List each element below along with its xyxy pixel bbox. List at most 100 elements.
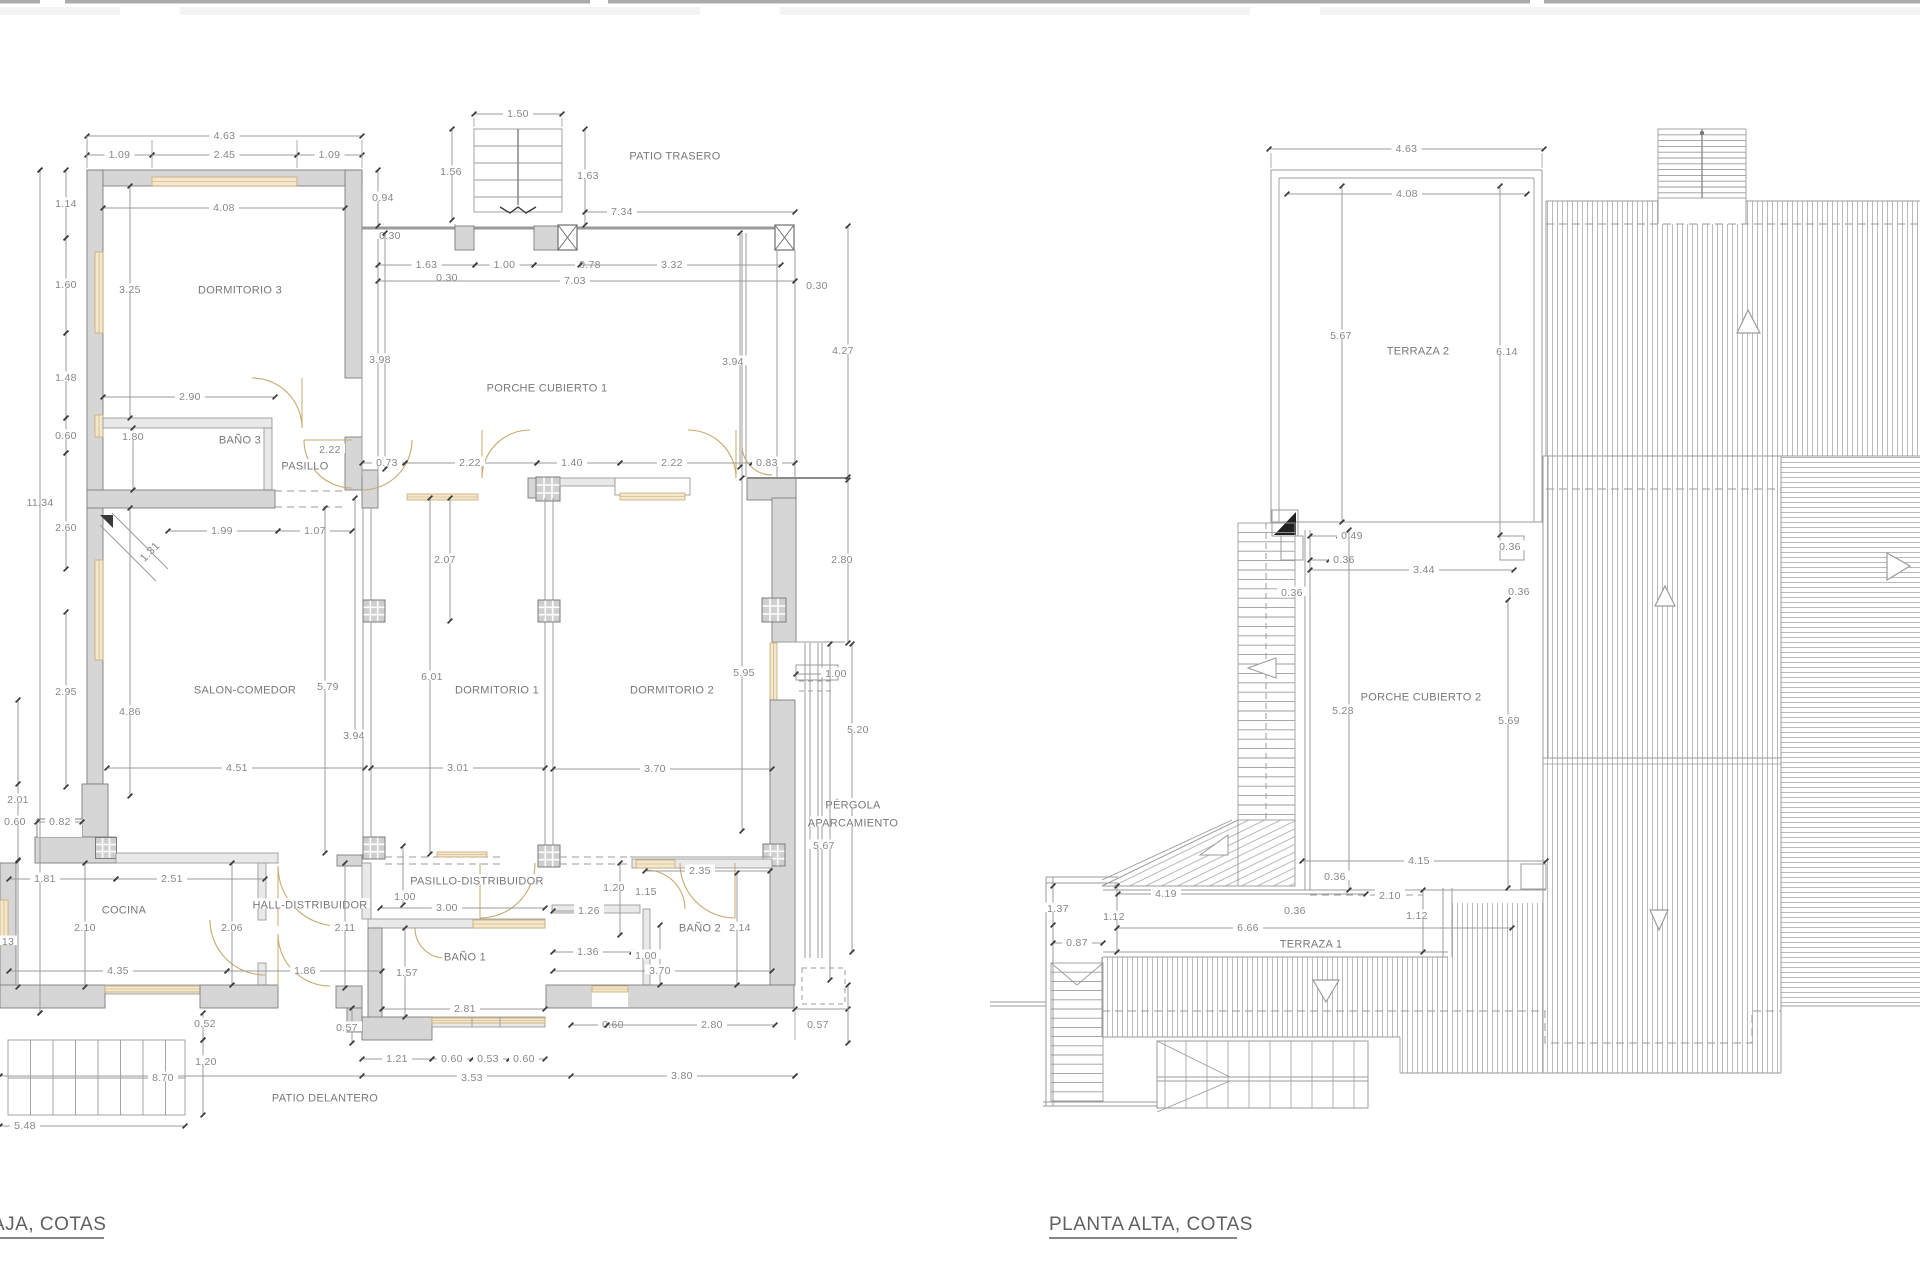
svg-text:0.60: 0.60 [4,816,26,828]
svg-text:0.36: 0.36 [1284,905,1306,917]
svg-text:2.51: 2.51 [161,873,183,885]
svg-text:1.36: 1.36 [577,946,599,958]
svg-text:1.63: 1.63 [577,170,599,182]
svg-text:0.36: 0.36 [1508,586,1530,598]
svg-text:2.95: 2.95 [55,686,77,698]
svg-text:PATIO DELANTERO: PATIO DELANTERO [272,1092,378,1104]
svg-text:5.95: 5.95 [733,667,755,679]
svg-text:PORCHE CUBIERTO 1: PORCHE CUBIERTO 1 [487,382,608,394]
svg-text:6.14: 6.14 [1496,346,1518,358]
svg-text:8.70: 8.70 [152,1072,174,1084]
svg-text:2.22: 2.22 [319,444,341,456]
svg-text:5.48: 5.48 [14,1120,36,1132]
svg-text:3.94: 3.94 [722,356,744,368]
svg-text:SALON-COMEDOR: SALON-COMEDOR [194,684,296,696]
svg-text:0.30: 0.30 [806,280,828,292]
svg-text:PASILLO: PASILLO [281,460,328,472]
svg-text:4.15: 4.15 [1408,855,1430,867]
svg-text:1.00: 1.00 [394,891,416,903]
svg-text:4.08: 4.08 [213,202,235,214]
svg-text:2.81: 2.81 [454,1003,476,1015]
svg-text:PASILLO-DISTRIBUIDOR: PASILLO-DISTRIBUIDOR [410,875,544,887]
svg-text:6.01: 6.01 [421,671,443,683]
svg-text:0.36: 0.36 [1281,587,1303,599]
svg-text:2.35: 2.35 [689,865,711,877]
svg-text:5.28: 5.28 [1332,705,1354,717]
svg-text:3.00: 3.00 [436,902,458,914]
svg-text:2.10: 2.10 [1379,890,1401,902]
svg-text:0.36: 0.36 [1324,871,1346,883]
svg-text:1.99: 1.99 [211,525,233,537]
svg-text:1.37: 1.37 [1047,903,1069,915]
svg-text:1.48: 1.48 [55,372,77,384]
svg-text:0.57: 0.57 [336,1022,358,1034]
svg-text:3.70: 3.70 [644,763,666,775]
svg-text:3.53: 3.53 [461,1072,483,1084]
svg-text:PLANTA ALTA, COTAS: PLANTA ALTA, COTAS [1049,1214,1253,1235]
svg-text:1.56: 1.56 [440,166,462,178]
svg-text:1.80: 1.80 [122,431,144,443]
svg-text:1.57: 1.57 [396,967,418,979]
svg-text:3.32: 3.32 [661,259,683,271]
svg-text:0.30: 0.30 [436,272,458,284]
svg-text:0.73: 0.73 [376,457,398,469]
svg-text:1.81: 1.81 [34,873,56,885]
svg-text:1.00: 1.00 [825,668,847,680]
svg-text:4.35: 4.35 [107,965,129,977]
svg-text:4.27: 4.27 [832,345,854,357]
svg-text:0.53: 0.53 [477,1053,499,1065]
svg-text:PORCHE CUBIERTO 2: PORCHE CUBIERTO 2 [1361,691,1482,703]
svg-text:DORMITORIO 1: DORMITORIO 1 [455,684,539,696]
svg-text:0.60: 0.60 [55,430,77,442]
svg-text:1.21: 1.21 [386,1053,408,1065]
svg-text:5.79: 5.79 [317,681,339,693]
svg-text:3.44: 3.44 [1413,564,1435,576]
svg-text:2.90: 2.90 [179,391,201,403]
svg-text:1.15: 1.15 [635,886,657,898]
svg-text:3.98: 3.98 [369,354,391,366]
svg-text:2.45: 2.45 [214,149,236,161]
svg-text:DORMITORIO 2: DORMITORIO 2 [630,684,714,696]
svg-text:TERRAZA 2: TERRAZA 2 [1387,345,1450,357]
svg-text:4.51: 4.51 [226,762,248,774]
svg-text:7.34: 7.34 [611,206,633,218]
svg-text:6.66: 6.66 [1237,922,1259,934]
svg-text:0.57: 0.57 [807,1019,829,1031]
svg-text:0.60: 0.60 [513,1053,535,1065]
svg-text:4.86: 4.86 [119,706,141,718]
svg-text:1.12: 1.12 [1103,911,1125,923]
svg-text:1.07: 1.07 [304,525,326,537]
svg-text:BAÑO 3: BAÑO 3 [219,433,261,446]
svg-text:0.30: 0.30 [379,230,401,242]
svg-text:1.86: 1.86 [294,965,316,977]
svg-text:BAÑO 1: BAÑO 1 [444,950,486,963]
svg-text:1.00: 1.00 [635,950,657,962]
svg-text:2.22: 2.22 [661,457,683,469]
svg-text:4.63: 4.63 [214,130,236,142]
svg-text:4.63: 4.63 [1396,143,1418,155]
svg-text:PÉRGOLA: PÉRGOLA [825,798,881,811]
svg-text:1.50: 1.50 [507,108,529,120]
svg-text:2.22: 2.22 [459,457,481,469]
svg-text:0.87: 0.87 [1066,937,1088,949]
svg-text:13: 13 [2,936,14,948]
svg-text:4.08: 4.08 [1396,188,1418,200]
svg-text:1.60: 1.60 [55,279,77,291]
svg-text:3.70: 3.70 [649,965,671,977]
svg-text:2.10: 2.10 [74,922,96,934]
svg-text:BAÑO 2: BAÑO 2 [679,921,721,934]
svg-text:3.25: 3.25 [119,284,141,296]
svg-text:AJA, COTAS: AJA, COTAS [0,1214,106,1235]
svg-text:2.06: 2.06 [221,922,243,934]
svg-text:0.49: 0.49 [1341,530,1363,542]
svg-text:2.01: 2.01 [7,794,29,806]
svg-text:5.67: 5.67 [1330,330,1352,342]
svg-text:DORMITORIO 3: DORMITORIO 3 [198,284,282,296]
svg-text:1.40: 1.40 [561,457,583,469]
svg-text:1.12: 1.12 [1406,910,1428,922]
svg-text:1.09: 1.09 [319,149,341,161]
svg-text:2.60: 2.60 [55,522,77,534]
svg-text:5.67: 5.67 [813,840,835,852]
svg-text:0.94: 0.94 [372,192,394,204]
svg-text:1.20: 1.20 [195,1056,217,1068]
